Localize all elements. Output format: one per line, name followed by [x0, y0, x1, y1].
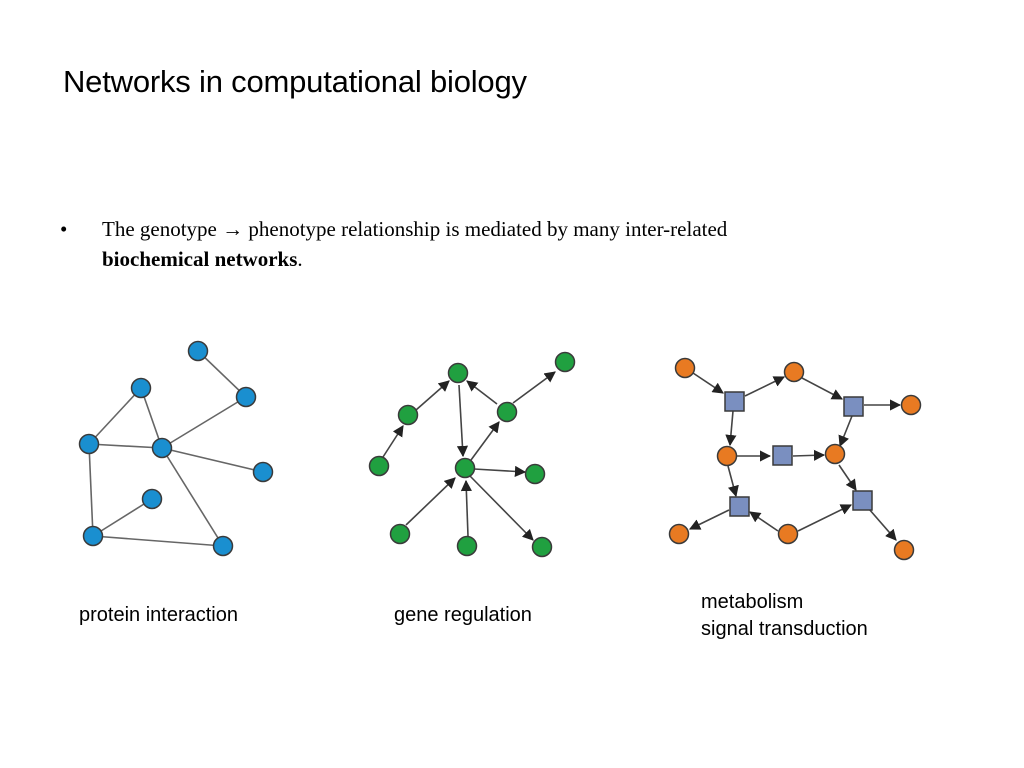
protein-node	[187, 340, 209, 362]
gene-node	[496, 401, 518, 423]
enzyme-node	[843, 396, 864, 417]
protein-node	[141, 488, 163, 510]
caption-gene-regulation: gene regulation	[394, 604, 532, 626]
gene-node	[389, 523, 411, 545]
metabolite-node	[783, 361, 805, 383]
gene-node	[454, 457, 476, 479]
gene-node	[368, 455, 390, 477]
gene-regulation-network	[368, 351, 576, 558]
caption-metabolism: metabolism signal transduction	[701, 589, 868, 643]
bullet-symbol: •	[60, 217, 68, 241]
metabolism-network	[668, 357, 922, 561]
bullet-end: .	[297, 247, 303, 271]
gene-node	[554, 351, 576, 373]
protein-interaction-network	[78, 340, 274, 557]
protein-node	[235, 386, 257, 408]
gene-node	[524, 463, 546, 485]
caption-metabolism-line1: metabolism	[701, 591, 804, 613]
enzyme-node	[772, 445, 793, 466]
metabolite-node	[900, 394, 922, 416]
enzyme-node	[729, 496, 750, 517]
protein-node	[212, 535, 234, 557]
protein-node	[78, 433, 100, 455]
gene-node	[397, 404, 419, 426]
gene-node	[447, 362, 469, 384]
enzyme-node	[724, 391, 745, 412]
slide-title: Networks in computational biology	[63, 64, 527, 99]
metabolite-node	[674, 357, 696, 379]
metabolite-node	[824, 443, 846, 465]
bullet-text-after: phenotype relationship is mediated by ma…	[243, 217, 728, 241]
protein-node	[151, 437, 173, 459]
metabolite-node	[777, 523, 799, 545]
bullet-bold-text: biochemical networks	[102, 247, 298, 271]
protein-node	[252, 461, 274, 483]
metabolite-node	[668, 523, 690, 545]
protein-node	[82, 525, 104, 547]
bullet-text-before: The genotype	[102, 217, 223, 241]
metabolite-node	[893, 539, 915, 561]
metabolite-node	[716, 445, 738, 467]
enzyme-node	[852, 490, 873, 511]
caption-protein-interaction: protein interaction	[79, 604, 238, 626]
arrow-symbol: →	[222, 217, 244, 241]
gene-node	[531, 536, 553, 558]
caption-signal-transduction: signal transduction	[701, 618, 868, 640]
bullet-text: The genotype → phenotype relationship is…	[102, 214, 922, 274]
protein-node	[130, 377, 152, 399]
gene-node	[456, 535, 478, 557]
